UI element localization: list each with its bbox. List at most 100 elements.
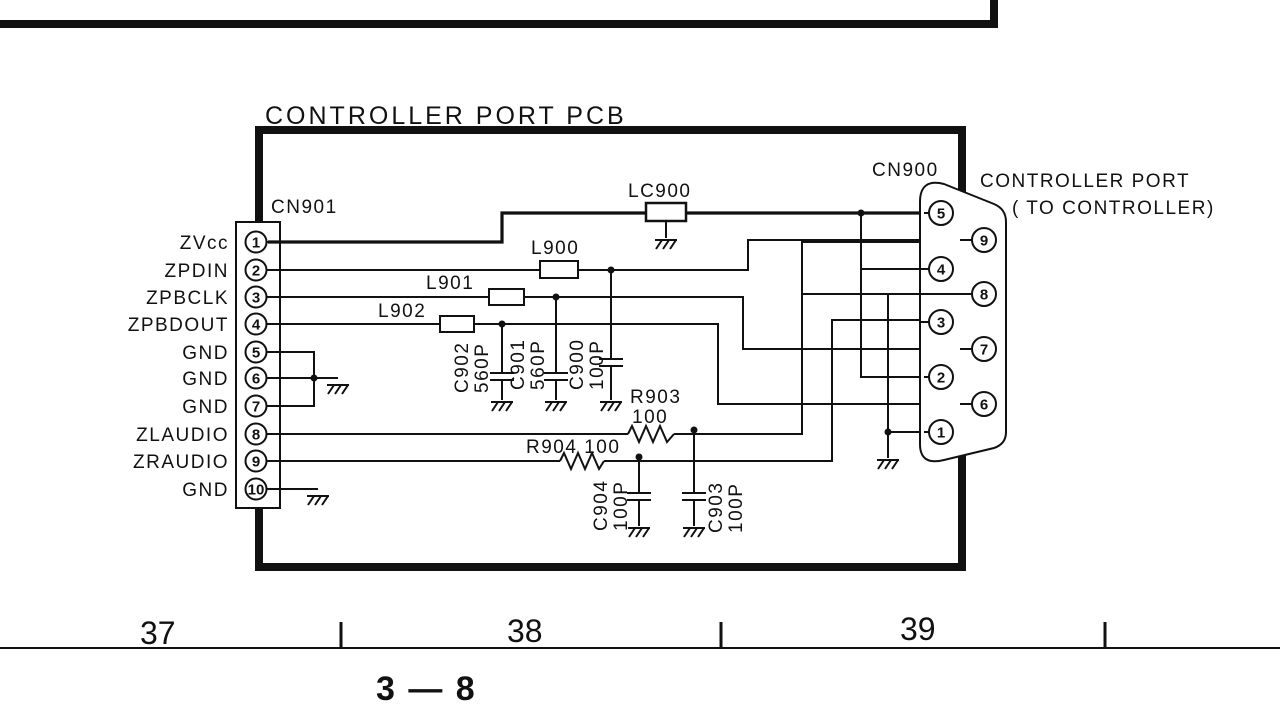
l900-component: L900 [531,238,579,279]
page-number: 3 — 8 [376,670,477,708]
cn900-desc-line1: CONTROLLER PORT [980,171,1190,192]
previous-frame-fragment [0,0,998,28]
lc900-component: LC900 [628,181,692,238]
column-ruler: 37 38 39 [0,611,1280,651]
cn901-pin-number: 2 [252,263,260,280]
c904-ref: C904 [591,480,612,531]
ground-symbol [600,401,622,412]
cn901-pin-number: 3 [252,290,260,307]
c902-component: C902 560P [452,342,514,400]
cn900-pin-number: 2 [937,370,945,387]
c901-ref: C901 [508,339,529,390]
wire-zpbdout [268,320,960,405]
c903-value: 100P [726,483,747,533]
c904-component: C904 100P [591,480,651,531]
r904-label: R904 100 [526,437,620,458]
ground-symbol [491,401,513,412]
column-38: 38 [507,613,543,649]
cn900-pin-number: 7 [980,342,988,359]
cn901-pin-label: ZPBDOUT [128,315,229,336]
wire-vcc-drop [857,209,924,378]
cn901-pin-label: GND [182,343,229,364]
cn900-pin-number: 4 [937,262,946,279]
cn901-pin-label: GND [182,480,229,501]
wire-zraudio: R904 100 [268,319,920,492]
r903-ref: R903 [630,387,681,408]
wire-zpdin [268,239,960,358]
cn901-pin-number: 10 [248,482,265,499]
cn900-pin-number: 9 [980,233,988,250]
c900-ref: C900 [567,339,588,390]
pcb-outline [255,126,966,571]
ground-symbol [877,459,899,470]
c903-component: C903 100P [682,482,747,533]
cn901-pin-7: 7 GND [182,394,280,418]
cn901-pin-3: 3 ZPBCLK [146,285,280,309]
cn900-pin-number: 8 [980,287,988,304]
cn901-pin-number: 9 [252,454,260,471]
gnd-tie-5-7 [268,351,338,407]
column-39: 39 [900,611,936,647]
cn900-pin-number: 1 [937,425,945,442]
cn901-pin-number: 7 [252,399,260,416]
cn900-pin-9: 9 [971,227,997,253]
wire-zpbclk [268,293,960,372]
r903-value: 100 [632,407,668,428]
cn900-pin-4: 4 [928,256,954,282]
cn900-pin-5: 5 [928,200,954,226]
l901-component: L901 [426,273,525,306]
cn901-pin-2: 2 ZPDIN [165,258,280,282]
cn901-pin-label: ZPDIN [165,261,230,282]
cn900-pin-2: 2 [928,364,954,390]
ground-symbol [327,384,349,395]
cn901-pin-4: 4 ZPBDOUT [128,312,280,336]
c901-value: 560P [528,340,549,390]
cn900-pin-7: 7 [971,336,997,362]
cn901-pin-label: GND [182,369,229,390]
l902-label: L902 [378,301,426,322]
c901-component: C901 560P [508,339,568,400]
cn901-pin-8: 8 ZLAUDIO [136,422,280,446]
cn901-pin-number: 8 [252,427,260,444]
cn900-pin-6: 6 [971,391,997,417]
cn901-pin-5: 5 GND [182,340,280,364]
cn900-desc-line2: ( TO CONTROLLER) [1012,198,1215,219]
cn901-pin-label: ZRAUDIO [133,452,229,473]
c904-value: 100P [611,481,632,531]
c902-value: 560P [472,343,493,393]
ground-symbol [307,495,329,506]
c902-ref: C902 [452,342,473,393]
cn900-pin-number: 6 [980,397,988,414]
pcb-title: CONTROLLER PORT PCB [265,102,627,130]
cn901-pin-label: ZVcc [180,233,229,254]
cn900-pin-3: 3 [928,309,954,335]
ground-symbols [307,239,899,538]
lc900-label: LC900 [628,181,692,202]
cn900-ref: CN900 [872,160,939,181]
column-37: 37 [140,615,176,651]
cn900-pin-1: 1 [928,419,954,445]
cn900-pin-number: 3 [937,315,945,332]
cn901-pin-number: 5 [252,345,260,362]
cn901-pin-number: 6 [252,371,260,388]
cn900-connector: CN900 CONTROLLER PORT ( TO CONTROLLER) 5… [802,160,1215,463]
cn901-pin-label: ZPBCLK [146,288,229,309]
c900-component: C900 100P [567,339,623,400]
c900-value: 100P [587,340,608,390]
cn901-pin-label: ZLAUDIO [136,425,229,446]
ground-symbol [545,401,567,412]
wire-zlaudio: R903 100 [268,241,960,492]
cn901-pin-6: 6 GND [182,366,280,390]
wire-zvcc [268,211,924,244]
cn901-pin-number: 4 [252,317,261,334]
cn901-pin-label: GND [182,397,229,418]
cn901-pin-number: 1 [252,235,260,252]
cn901-ref: CN901 [271,197,338,218]
ground-symbol [655,239,677,250]
cn900-pin-number: 5 [937,206,945,223]
l901-label: L901 [426,273,474,294]
l902-component: L902 [378,301,475,333]
cn900-pin-8: 8 [971,281,997,307]
ground-symbol [683,527,705,538]
